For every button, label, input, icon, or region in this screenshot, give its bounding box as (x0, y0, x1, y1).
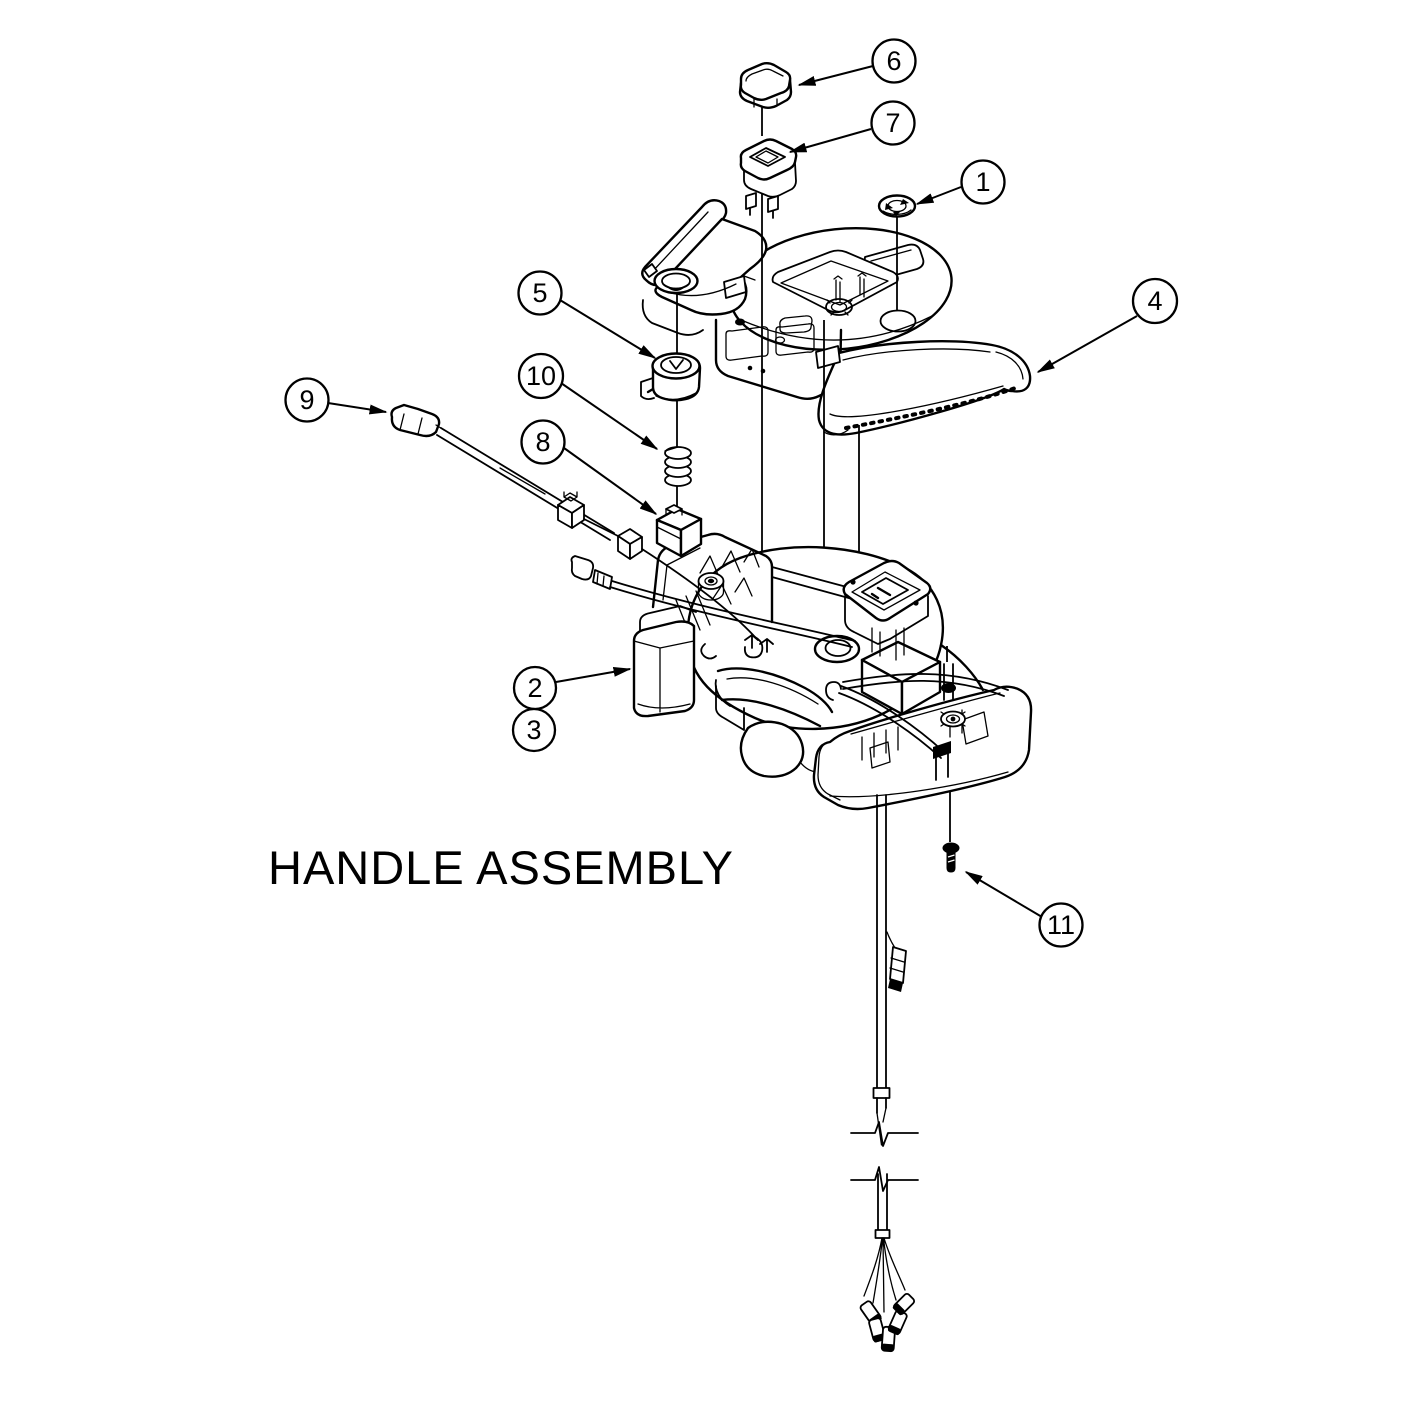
callout-2: 2 (512, 665, 632, 711)
switch-part-8 (655, 504, 703, 558)
svg-text:9: 9 (299, 385, 314, 415)
callout-11: 11 (964, 871, 1084, 948)
callout-9-leader (327, 402, 388, 415)
callout-4-leader (1036, 315, 1138, 373)
svg-text:7: 7 (885, 108, 900, 138)
break-lines (850, 1121, 919, 1192)
svg-text:3: 3 (526, 715, 541, 745)
callout-5-leader (559, 299, 657, 359)
wire-harness-connectors (859, 1173, 916, 1353)
callout-10-leader (560, 382, 659, 450)
screw-part-11 (942, 842, 960, 873)
callout-2-leader (555, 666, 632, 683)
callout-3: 3 (511, 707, 557, 753)
callout-8-leader (563, 447, 658, 515)
switch-cap-part-6 (738, 62, 793, 109)
callout-7-leader (788, 128, 872, 153)
callout-1-leader (915, 186, 962, 205)
svg-text:4: 4 (1147, 286, 1162, 316)
callout-5: 5 (517, 270, 657, 359)
rocker-switch-part-7 (739, 138, 798, 219)
callout-4: 4 (1036, 277, 1179, 373)
callout-10: 10 (517, 352, 659, 450)
lower-handle-housing-part-2-3 (632, 532, 1033, 811)
svg-text:5: 5 (532, 278, 547, 308)
callout-9: 9 (284, 377, 388, 423)
cable-assembly-part-9 (390, 403, 856, 659)
control-cable (872, 794, 907, 1146)
callout-11-leader (964, 871, 1043, 918)
callout-7: 7 (788, 100, 916, 153)
upper-handle-housing-part-4 (641, 199, 1032, 436)
callout-6-leader (797, 65, 874, 86)
lock-knob-part-5 (640, 352, 702, 402)
svg-text:2: 2 (527, 673, 542, 703)
push-nut-part-1 (877, 194, 917, 218)
svg-text:6: 6 (886, 46, 901, 76)
svg-text:1: 1 (975, 167, 990, 197)
svg-text:10: 10 (526, 361, 556, 391)
callout-8: 8 (520, 419, 658, 515)
svg-text:8: 8 (535, 427, 550, 457)
callout-6: 6 (797, 38, 917, 86)
callouts: 1 2 3 4 5 6 7 (284, 38, 1179, 948)
spring-part-10 (664, 446, 692, 487)
diagram-title: HANDLE ASSEMBLY (268, 841, 735, 894)
callout-1: 1 (915, 159, 1006, 205)
svg-text:11: 11 (1047, 910, 1075, 940)
